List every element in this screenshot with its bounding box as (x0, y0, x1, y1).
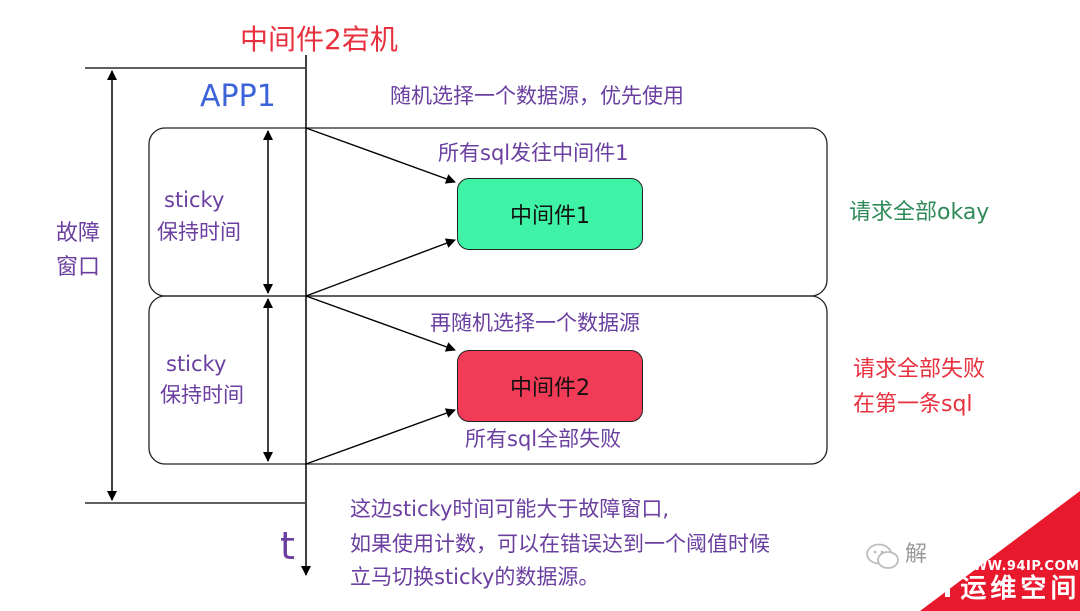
intro-text: 随机选择一个数据源，优先使用 (390, 84, 684, 108)
middleware2-label: 中间件2 (510, 376, 590, 401)
note-line-1: 这边sticky时间可能大于故障窗口, (350, 497, 670, 521)
time-axis-label: t (280, 524, 295, 568)
diagram-title: 中间件2宕机 (240, 23, 398, 56)
watermark-url: WWW.94IP.COM (958, 559, 1080, 574)
arrow-to-node2-bottom (305, 408, 456, 465)
phase2-arrow-label: 再随机选择一个数据源 (430, 311, 640, 335)
sticky-label-1-line2: 保持时间 (157, 220, 241, 244)
phase2-box (148, 295, 828, 465)
note-line-2: 如果使用计数，可以在错误达到一个阈值时候 (350, 532, 770, 556)
phase2-result-line1: 请求全部失败 (853, 357, 986, 382)
wechat-icon (866, 543, 900, 571)
middleware2-node: 中间件2 (457, 350, 643, 422)
middleware1-label: 中间件1 (510, 204, 590, 229)
sticky-label-2-line2: 保持时间 (160, 383, 244, 407)
arrow-to-node1-bottom (305, 238, 456, 297)
phase2-failure-label: 所有sql全部失败 (465, 427, 622, 451)
arrow-to-node2-top (305, 295, 456, 352)
note-line-3: 立马切换sticky的数据源。 (350, 565, 600, 589)
phase1-arrow-label: 所有sql发往中间件1 (438, 141, 629, 165)
phase2-result-line2: 在第一条sql (853, 392, 973, 417)
middleware1-node: 中间件1 (457, 178, 643, 250)
watermark-partial-text: 解 (905, 542, 928, 567)
arrow-to-node1-top (305, 127, 456, 184)
phase1-result: 请求全部okay (849, 200, 990, 225)
sticky-label-1-line1: sticky (164, 188, 225, 212)
fault-window-label-line1: 故障 (56, 221, 101, 246)
watermark-badge (920, 491, 1080, 611)
sticky-label-2-line1: sticky (166, 352, 227, 376)
fault-window-label-line2: 窗口 (56, 255, 101, 280)
app-label: APP1 (200, 79, 276, 114)
watermark-brand: IT运维空间 (925, 574, 1080, 604)
